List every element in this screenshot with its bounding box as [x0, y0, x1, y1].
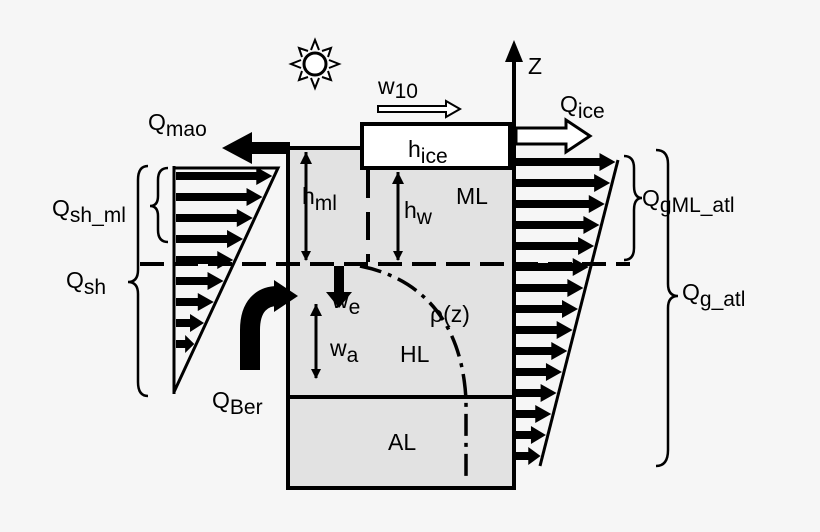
- hw-label: hw: [404, 197, 433, 229]
- right-flux-arrow: [516, 258, 589, 276]
- left-flux-arrow: [176, 335, 195, 353]
- left-flux-arrow: [176, 230, 244, 248]
- qber-arrow: [240, 286, 279, 370]
- right-flux-arrow: [516, 447, 541, 465]
- qmao-arrow: [222, 132, 290, 164]
- right-flux-arrow: [516, 426, 546, 444]
- density-profile-curve: [359, 264, 468, 476]
- brace-qg: [655, 148, 679, 468]
- wa-label: wa: [329, 335, 359, 367]
- right-flux-arrow: [516, 216, 600, 234]
- rho-label: ρ(z): [430, 301, 470, 327]
- left-flux-arrow: [176, 188, 263, 206]
- right-flux-arrows: [516, 153, 616, 465]
- z-axis-arrowhead: [505, 40, 523, 62]
- qice-arrow: [514, 117, 593, 155]
- hice-label: hice: [408, 136, 448, 168]
- w10-label: w10: [377, 73, 418, 103]
- hml-label: hml: [302, 183, 337, 215]
- qber-label: QBer: [212, 387, 263, 419]
- right-flux-arrow: [516, 321, 573, 339]
- right-flux-arrow: [516, 153, 616, 171]
- right-flux-arrow: [516, 384, 557, 402]
- left-flux-triangle: [172, 166, 281, 393]
- qice-label: Qice: [560, 91, 605, 123]
- al-label: AL: [388, 429, 416, 455]
- we-arrow: [326, 266, 352, 308]
- ice-block: [360, 122, 512, 170]
- right-flux-arrow: [516, 405, 552, 423]
- left-flux-arrow: [176, 209, 253, 227]
- right-flux-slope: [538, 159, 620, 467]
- left-flux-arrows: [176, 167, 273, 353]
- right-flux-arrow: [516, 195, 605, 213]
- hl-label: HL: [400, 341, 430, 367]
- qber-arrowhead: [274, 280, 298, 312]
- right-flux-arrow: [516, 279, 584, 297]
- brace-qshml: [149, 166, 169, 244]
- brace-qgml: [623, 154, 643, 262]
- left-flux-arrow: [176, 314, 205, 332]
- left-flux-arrow: [176, 167, 273, 185]
- right-flux-arrow: [516, 363, 562, 381]
- we-label: we: [331, 287, 360, 319]
- z-axis-label: Z: [528, 53, 542, 79]
- right-flux-arrow: [516, 174, 611, 192]
- sun-icon: [288, 37, 342, 91]
- qg-label: Qg_atl: [682, 279, 745, 311]
- qgml-label: QgML_atl: [642, 185, 735, 217]
- right-flux-arrow: [516, 237, 595, 255]
- brace-qsh: [127, 164, 149, 398]
- ml-label: ML: [456, 183, 488, 209]
- left-flux-arrow: [176, 272, 224, 290]
- qshml-label: Qsh_ml: [52, 195, 126, 227]
- right-flux-arrow: [516, 300, 579, 318]
- qsh-label: Qsh: [66, 267, 106, 299]
- wind-arrow: [377, 99, 463, 119]
- right-flux-arrow: [516, 342, 568, 360]
- left-flux-arrow: [176, 251, 234, 269]
- left-flux-arrow: [176, 293, 214, 311]
- qmao-label: Qmao: [148, 109, 207, 141]
